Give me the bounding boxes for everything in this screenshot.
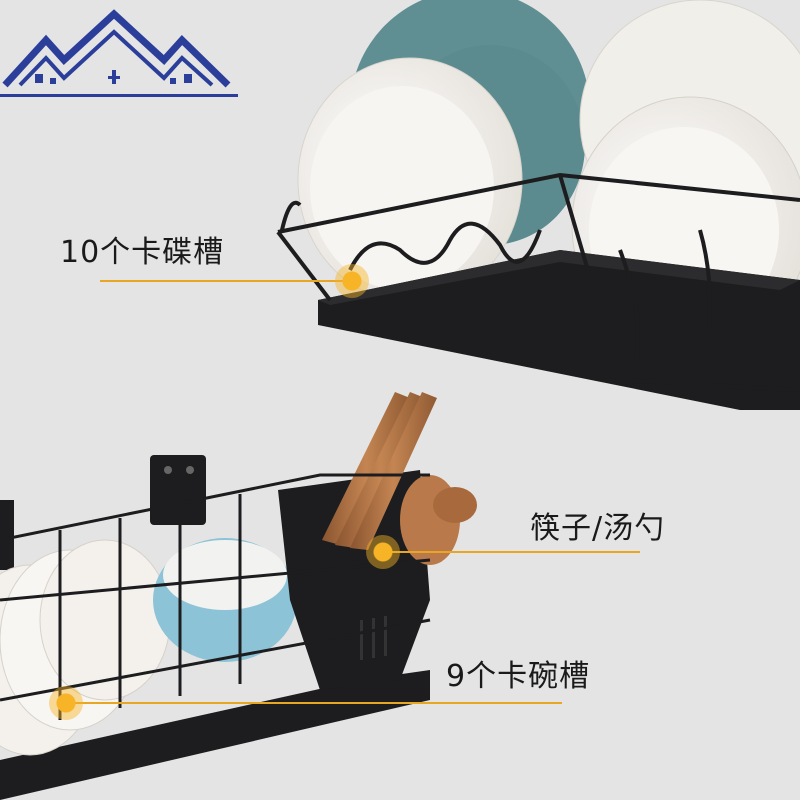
plate-rack: [276, 0, 800, 410]
callout-label: 筷子/汤勺: [530, 511, 666, 546]
callout-dot-icon: [335, 264, 369, 298]
callout-dot-icon: [366, 535, 400, 569]
callout-label: 9个卡碗槽: [446, 659, 591, 694]
callout-line: [66, 702, 562, 704]
callout-label: 10个卡碟槽: [60, 235, 225, 270]
callout-line: [384, 551, 640, 553]
bowl-rack: [0, 392, 477, 800]
callout-line: [100, 280, 350, 282]
callout-dot-icon: [49, 686, 83, 720]
house-roof-logo: [0, 9, 238, 97]
